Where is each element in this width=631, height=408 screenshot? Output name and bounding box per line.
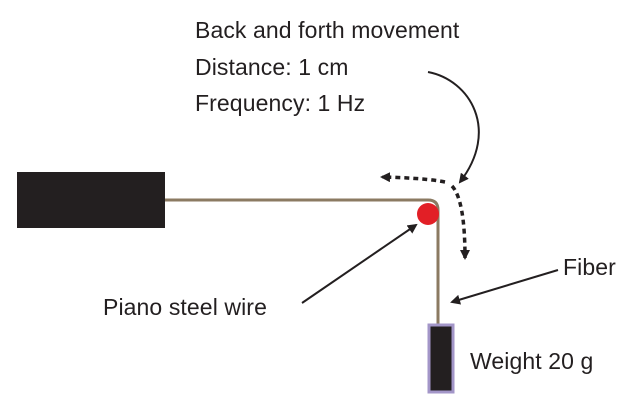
weight-block bbox=[427, 323, 455, 394]
motion-arrow-left bbox=[380, 172, 446, 184]
weight-label: Weight 20 g bbox=[470, 348, 594, 374]
fiber-leader-arrow bbox=[450, 269, 559, 305]
movement-title-label: Back and forth movement bbox=[195, 17, 460, 43]
motion-arrow-down bbox=[450, 184, 470, 260]
piano-wire-label: Piano steel wire bbox=[103, 294, 267, 320]
piano-wire-leader-arrow bbox=[301, 223, 418, 304]
movement-frequency-label: Frequency: 1 Hz bbox=[195, 90, 366, 116]
movement-distance-label: Distance: 1 cm bbox=[195, 54, 349, 80]
movement-pointer-arrow bbox=[427, 71, 480, 184]
fiber-label: Fiber bbox=[563, 254, 616, 280]
clamp-block bbox=[17, 172, 165, 228]
piano-wire-dot bbox=[417, 203, 439, 225]
